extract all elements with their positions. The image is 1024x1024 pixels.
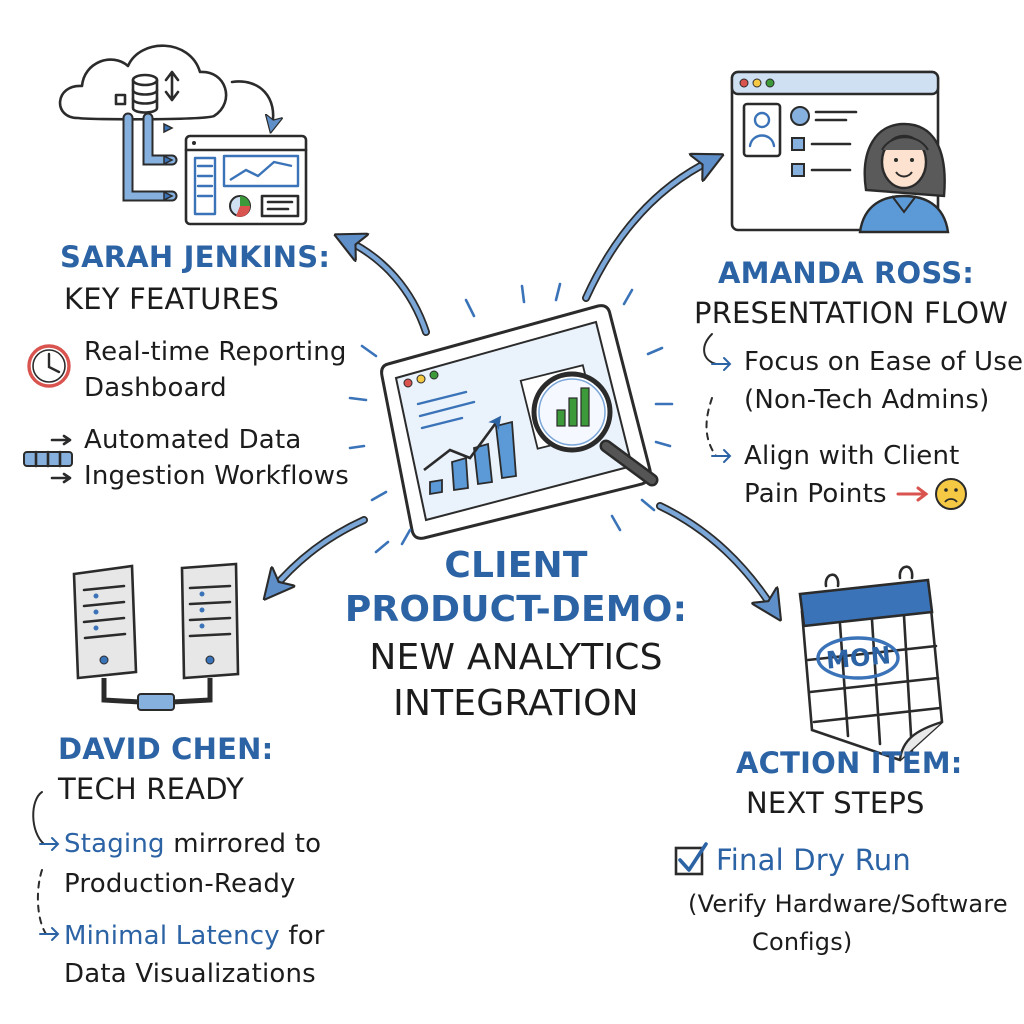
sarah-item2-line1: Automated Data [84,425,302,455]
action-item1: Final Dry Run [716,843,911,877]
dashboard-window-icon [184,134,308,226]
magnifier-icon [531,371,659,487]
center-title-line2: PRODUCT-DEMO: [344,589,688,630]
center-title-line4: INTEGRATION [393,683,639,724]
david-topic: TECH READY [58,772,245,806]
burst-lines [348,282,674,554]
david-item2-rest: for [288,921,325,951]
server-icon [72,562,240,711]
david-item1-highlight: Staging [64,829,165,859]
sarah-name: SARAH JENKINS: [60,240,331,274]
center-title-line3: NEW ANALYTICS [369,637,663,678]
sad-face-icon [935,478,967,510]
cloud-database-icon [58,44,273,202]
calendar-icon [798,565,944,762]
connector-arrows [272,160,774,610]
amanda-item2-line1: Align with Client [744,441,960,471]
pipeline-icon [23,434,73,484]
sarah-item1-line1: Real-time Reporting [84,337,347,367]
flow-connectors [32,333,732,941]
david-item1-line1: Staging mirrored to [64,826,321,862]
presenter-woman-icon [858,122,950,234]
checkbox-icon [674,842,708,876]
action-topic: NEXT STEPS [746,786,925,820]
david-item1-line2: Production-Ready [64,869,296,899]
david-item2-highlight: Minimal Latency [64,921,280,951]
david-item2-line1: Minimal Latency for [64,918,325,954]
action-name: ACTION ITEM: [736,746,963,780]
red-arrow-icon [896,486,929,502]
david-item1-rest: mirrored to [173,829,322,859]
laptop-analytics-icon [380,304,652,540]
amanda-item1-line2: (Non-Tech Admins) [744,385,990,415]
action-item1-line2: (Verify Hardware/Software [688,890,1008,918]
sarah-topic: KEY FEATURES [64,282,280,316]
amanda-name: AMANDA ROSS: [718,256,975,290]
amanda-topic: PRESENTATION FLOW [694,296,1009,330]
david-name: DAVID CHEN: [58,732,274,766]
sarah-item1-line2: Dashboard [84,373,227,403]
sarah-item2-line2: Ingestion Workflows [84,461,349,491]
center-title-line1: CLIENT [444,545,588,586]
david-item2-line2: Data Visualizations [64,959,316,989]
amanda-item2-line2: Pain Points [744,479,887,509]
calendar-day-label: MON [824,641,893,675]
clock-icon [27,344,71,388]
profile-window-icon [730,70,940,232]
amanda-item1-line1: Focus on Ease of Use [744,347,1024,377]
action-item1-line3: Configs) [752,928,853,956]
